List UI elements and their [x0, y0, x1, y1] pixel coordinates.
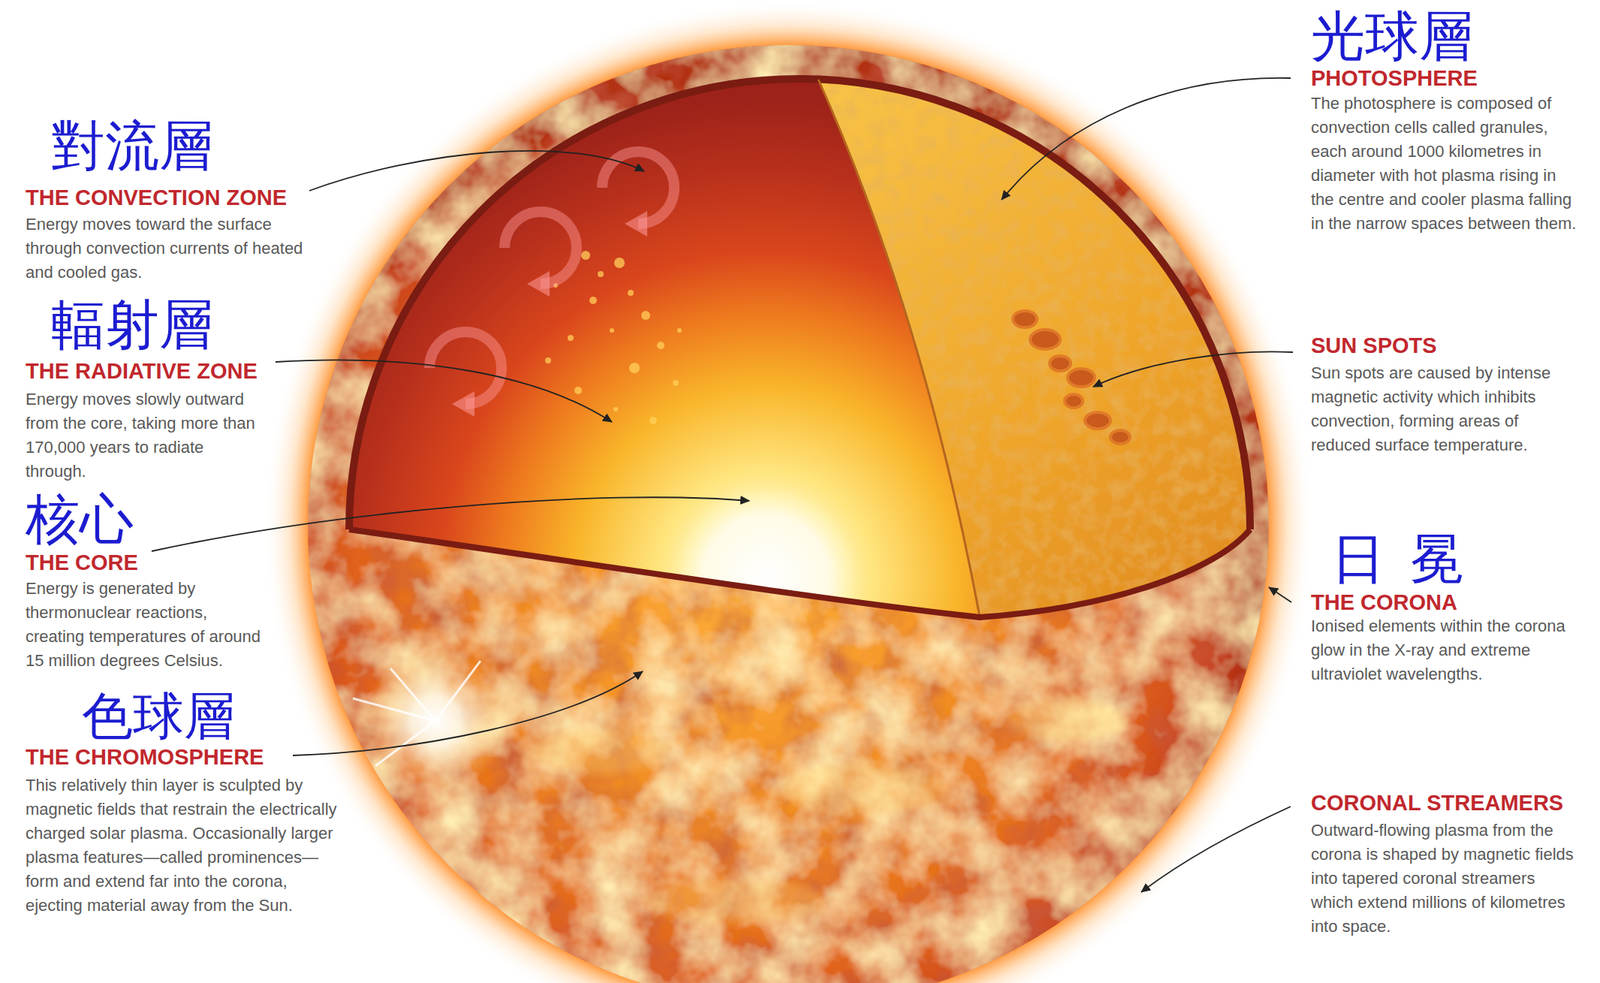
- dome-outline: [349, 78, 1251, 530]
- leader-line: [1093, 351, 1293, 387]
- convection-arrows: [429, 151, 675, 404]
- leader-line: [292, 671, 643, 756]
- leader-line: [275, 359, 612, 422]
- chinese-label: 輻射層: [51, 297, 214, 352]
- solar-flare: [352, 649, 507, 793]
- leader-line: [309, 150, 645, 191]
- leader-line: [151, 497, 750, 552]
- leader-line: [1001, 78, 1291, 200]
- section-heading: PHOTOSPHERE: [1310, 66, 1478, 91]
- chromosphere-surface: [307, 45, 1269, 983]
- section-heading: CORONAL STREAMERS: [1310, 790, 1564, 816]
- chinese-label: 日冕: [1331, 531, 1489, 586]
- section-heading: THE CHROMOSPHERE: [25, 744, 264, 770]
- section-heading: THE CORE: [25, 550, 139, 576]
- section-heading: SUN SPOTS: [1310, 333, 1438, 359]
- description-text: This relatively thin layer is sculpted b…: [25, 773, 341, 918]
- photosphere-face: [818, 79, 1251, 618]
- leader-line: [1268, 587, 1292, 603]
- description-text: Ionised elements within the corona glow …: [1310, 614, 1582, 687]
- cut-seam: [818, 79, 980, 618]
- chinese-label: 核心: [25, 491, 134, 546]
- description-text: Energy moves toward the surface through …: [25, 212, 319, 285]
- interior-details: [429, 151, 871, 684]
- description-text: Outward-flowing plasma from the corona i…: [1310, 818, 1582, 939]
- chinese-label: 對流層: [51, 118, 214, 173]
- section-heading: THE RADIATIVE ZONE: [25, 358, 258, 384]
- description-text: The photosphere is composed of convectio…: [1310, 91, 1582, 236]
- section-heading: THE CONVECTION ZONE: [25, 185, 287, 211]
- leader-line: [1141, 806, 1291, 892]
- sun-glow: [262, 0, 1314, 983]
- description-text: Sun spots are caused by intense magnetic…: [1310, 361, 1582, 458]
- description-text: Energy moves slowly outward from the cor…: [25, 387, 266, 484]
- chinese-label: 光球層: [1310, 9, 1474, 64]
- equator-rim: [349, 529, 1251, 618]
- sunspot-cluster: [1012, 310, 1130, 444]
- surface-bright-patches: [533, 699, 1127, 924]
- chinese-label: 色球層: [81, 690, 236, 742]
- section-heading: THE CORONA: [1310, 590, 1458, 615]
- description-text: Energy is generated by thermonuclear rea…: [25, 576, 266, 673]
